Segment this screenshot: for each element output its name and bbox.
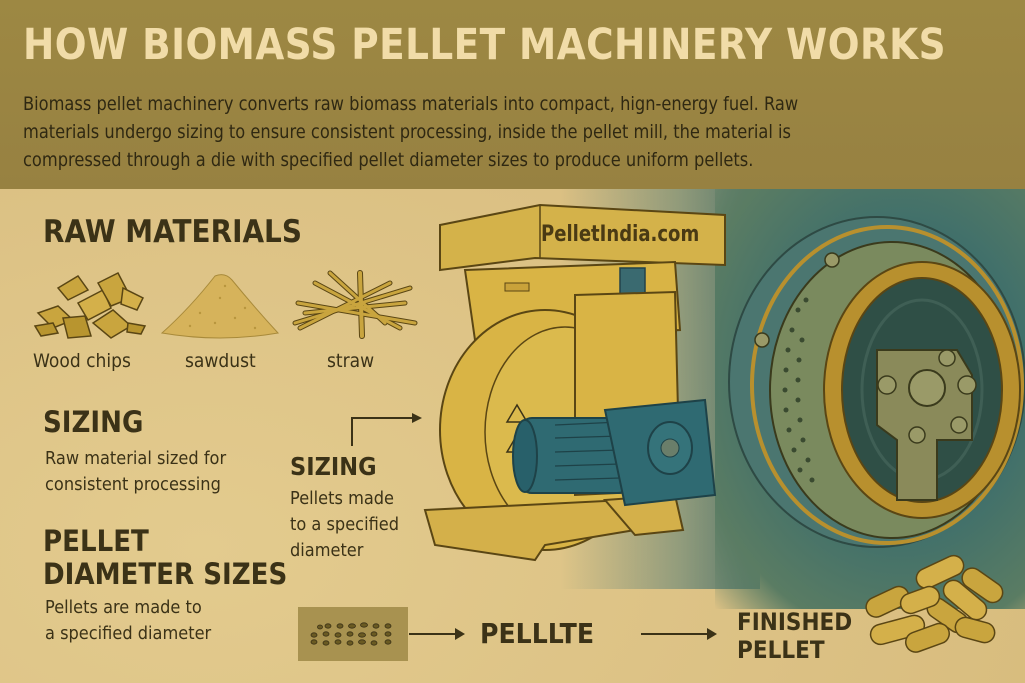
- pellet-diameter-heading: PELLET DIAMETER SIZES: [43, 525, 287, 591]
- intro-line: materials undergo sizing to ensure consi…: [23, 121, 792, 143]
- raw-material-label: straw: [327, 350, 375, 372]
- callout-line: Pellets made: [290, 488, 395, 509]
- brand-label: PelletIndia.com: [541, 222, 700, 247]
- intro-line: Biomass pellet machinery converts raw bi…: [23, 93, 799, 115]
- callout-sizing-description: Pellets made to a specified diameter: [290, 486, 399, 564]
- heading-line: PELLET: [43, 524, 149, 558]
- pellet-die-illustration: [728, 216, 1025, 548]
- sizing-line: Raw material sized for: [45, 448, 227, 469]
- finished-pellet-label: FINISHED PELLET: [737, 608, 852, 664]
- page-title: HOW BIOMASS PELLET MACHINERY WORKS: [23, 20, 946, 70]
- flow-arrow: [641, 628, 717, 640]
- label-line: FINISHED: [737, 608, 853, 636]
- callout-arrow: [351, 413, 422, 446]
- raw-material-label: Wood chips: [33, 350, 131, 372]
- straw-bundle-icon: [292, 270, 418, 339]
- raw-material-label: sawdust: [185, 350, 256, 372]
- sizing-heading: SIZING: [43, 405, 144, 439]
- pellet-swatch-icon: [298, 607, 408, 661]
- intro-line: compressed through a die with specified …: [23, 149, 754, 171]
- wood-chips-icon: [33, 271, 147, 339]
- header-band: HOW BIOMASS PELLET MACHINERY WORKS Bioma…: [0, 0, 1025, 189]
- callout-line: to a specified: [290, 514, 400, 535]
- callout-sizing-heading: SIZING: [290, 452, 377, 481]
- heading-line: DIAMETER SIZES: [43, 557, 288, 591]
- intro-paragraph: Biomass pellet machinery converts raw bi…: [23, 90, 981, 174]
- label-line: PELLET: [737, 636, 825, 664]
- callout-line: diameter: [290, 540, 364, 561]
- pellet-diameter-description: Pellets are made to a specified diameter: [45, 595, 211, 647]
- pellet-line: Pellets are made to: [45, 597, 202, 618]
- pellet-mill-machine: [423, 203, 726, 562]
- sizing-description: Raw material sized for consistent proces…: [45, 446, 226, 498]
- pellet-step-label: PELLLTE: [480, 617, 595, 650]
- pellet-line: a specified diameter: [45, 623, 212, 644]
- raw-materials-heading: RAW MATERIALS: [43, 214, 302, 250]
- flow-arrow: [409, 628, 465, 640]
- sawdust-pile-icon: [160, 274, 279, 339]
- finished-pellets-icon: [865, 554, 1004, 653]
- sizing-line: consistent processing: [45, 474, 221, 495]
